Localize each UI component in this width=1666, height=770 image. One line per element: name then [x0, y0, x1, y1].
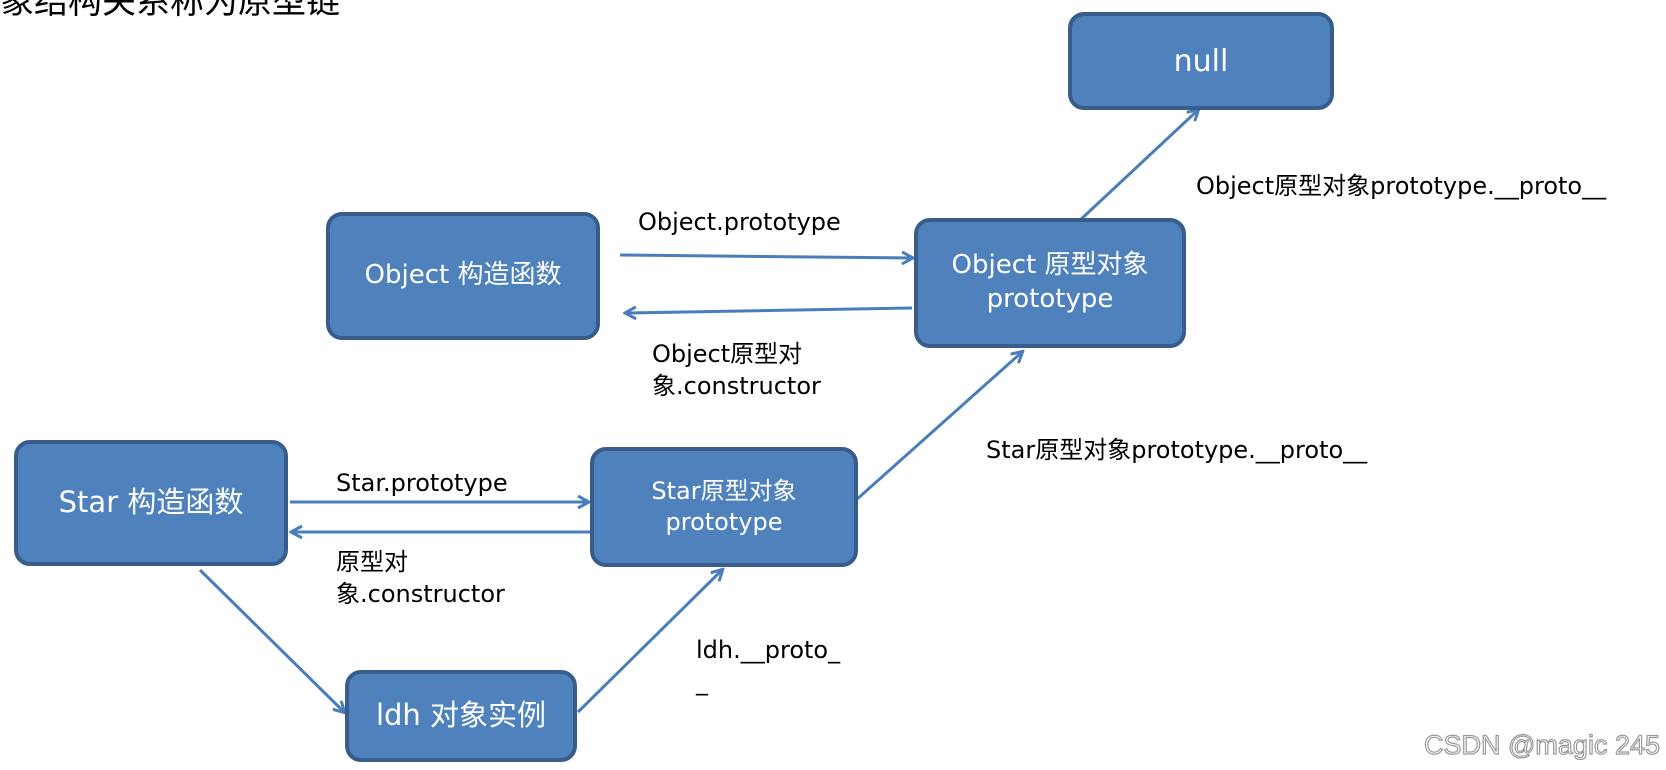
edge-object-proto-to-null — [1076, 110, 1198, 224]
object-constructor-label: Object 构造函数 — [364, 260, 562, 291]
label-object-constructor-line1: Object原型对 — [652, 340, 803, 368]
label-object-proto-proto: Object原型对象prototype.__proto__ — [1196, 172, 1607, 200]
edge-ldh-proto — [576, 570, 722, 714]
edge-star-ctor-to-ldh — [198, 568, 344, 712]
star-constructor-node: Star 构造函数 — [14, 440, 288, 566]
edge-object-constructor — [626, 308, 913, 313]
label-star-prototype: Star.prototype — [336, 469, 508, 497]
object-prototype-node: Object 原型对象 prototype — [914, 218, 1186, 348]
label-ldh-proto-line2: _ — [696, 668, 708, 696]
edge-star-proto-to-object-proto — [827, 352, 1022, 527]
star-prototype-line1: Star原型对象 — [651, 476, 797, 505]
label-object-prototype: Object.prototype — [638, 208, 841, 236]
label-star-constructor-line2: 象.constructor — [336, 580, 505, 608]
null-node-label: null — [1173, 43, 1229, 79]
label-ldh-proto: ldh.__proto_ _ — [696, 634, 840, 698]
star-prototype-line2: prototype — [665, 508, 783, 536]
csdn-watermark: CSDN @magic 245 — [1423, 729, 1660, 760]
object-prototype-line2: prototype — [986, 284, 1114, 314]
label-ldh-proto-line1: ldh.__proto_ — [696, 636, 841, 664]
ldh-instance-node: ldh 对象实例 — [345, 670, 577, 762]
object-prototype-line1: Object 原型对象 — [951, 250, 1149, 281]
edge-object-prototype — [619, 255, 912, 258]
label-object-constructor: Object原型对 象.constructor — [652, 338, 821, 402]
object-constructor-node: Object 构造函数 — [326, 212, 600, 340]
label-star-constructor-line1: 原型对 — [336, 548, 408, 576]
label-star-constructor: 原型对 象.constructor — [336, 546, 505, 610]
ldh-instance-label: ldh 对象实例 — [375, 698, 547, 733]
label-object-constructor-line2: 象.constructor — [652, 372, 821, 400]
star-constructor-label: Star 构造函数 — [58, 485, 244, 520]
label-star-proto-proto: Star原型对象prototype.__proto__ — [986, 436, 1368, 464]
null-node: null — [1068, 12, 1334, 110]
title-fragment: 象结构关系称为原型链 — [0, 0, 340, 22]
star-prototype-node: Star原型对象 prototype — [590, 447, 858, 567]
